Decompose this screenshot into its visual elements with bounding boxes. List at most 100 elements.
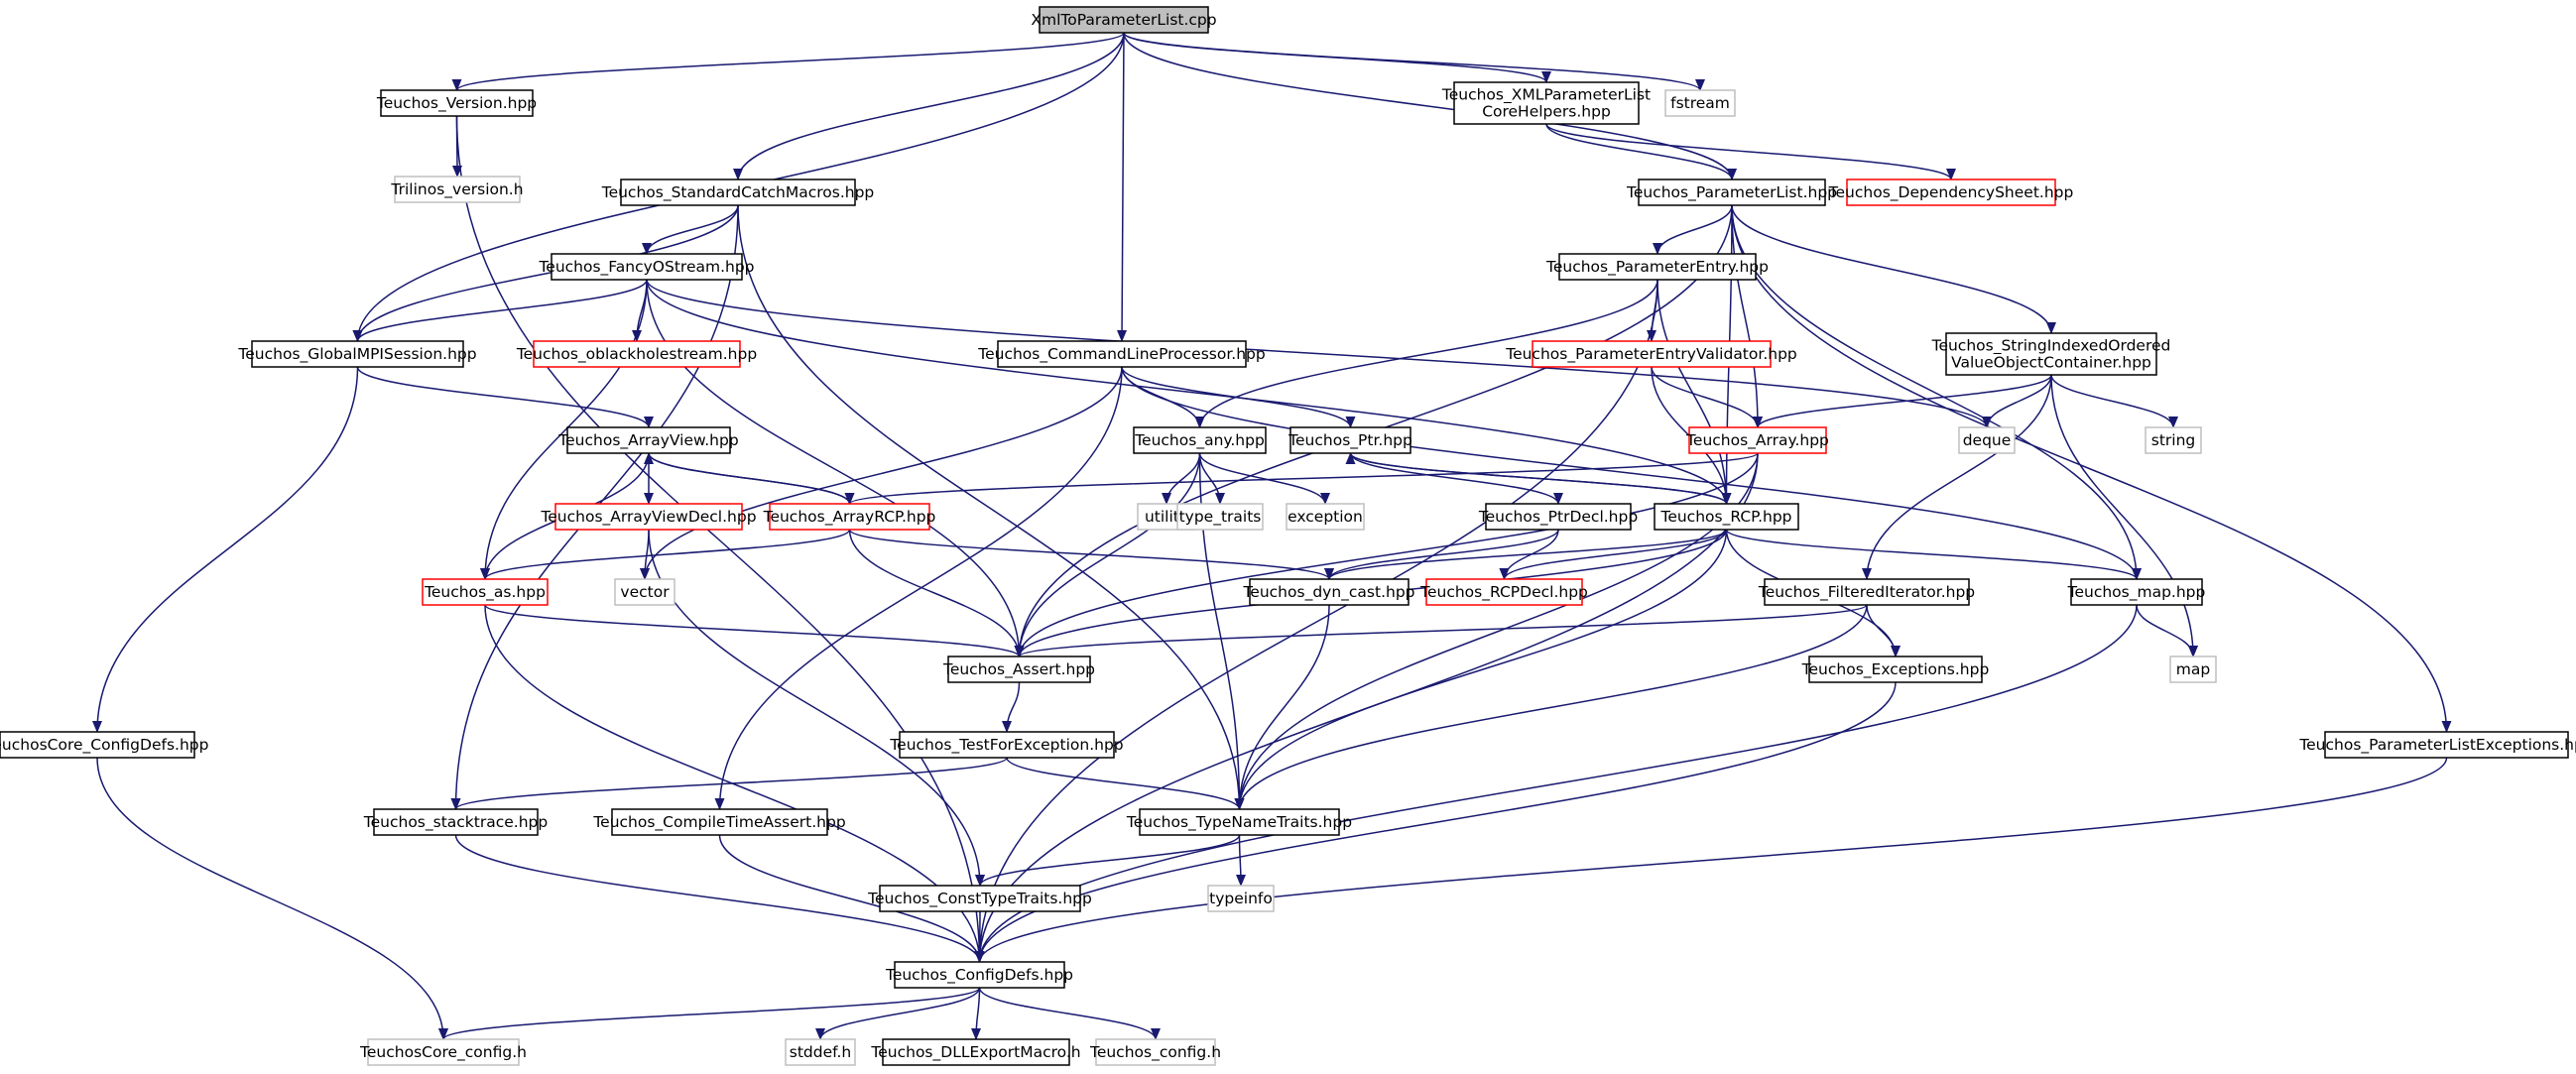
node-ptrdecl[interactable]: Teuchos_PtrDecl.hpp [1478, 503, 1638, 531]
edge-paramlist-to-paramentry [1653, 204, 1733, 255]
node-config[interactable]: Teuchos_config.h [1089, 1038, 1221, 1066]
edge-line [815, 987, 981, 1040]
node-typeinfo[interactable]: typeinfo [1207, 885, 1275, 912]
node-box [2070, 578, 2203, 606]
node-cmdline[interactable]: Teuchos_CommandLineProcessor.hpp [977, 340, 1266, 368]
node-stacktrace[interactable]: Teuchos_stacktrace.hpp [363, 808, 548, 836]
node-sioc[interactable]: Teuchos_StringIndexedOrderedValueObjectC… [1931, 332, 2171, 376]
node-label: Teuchos_any.hpp [1134, 431, 1265, 450]
node-avdecl[interactable]: Teuchos_ArrayViewDecl.hpp [540, 503, 757, 531]
node-filtered[interactable]: Teuchos_FilteredIterator.hpp [1758, 578, 1975, 606]
node-coreconfigdefs[interactable]: TeuchosCore_ConfigDefs.hpp [0, 731, 208, 759]
edge-typename-to-typeinfo [1235, 834, 1246, 887]
node-paramentry[interactable]: Teuchos_ParameterEntry.hpp [1545, 253, 1769, 281]
edge-line [1499, 529, 1559, 580]
node-any[interactable]: Teuchos_any.hpp [1133, 426, 1267, 454]
node-arcp[interactable]: Teuchos_ArrayRCP.hpp [763, 503, 936, 531]
edge-line [1123, 32, 1737, 180]
edge-fancy-to-rcp [646, 279, 1732, 505]
edge-line [1656, 279, 1732, 505]
node-box [611, 808, 828, 836]
edge-line [484, 604, 1025, 657]
node-box [614, 578, 675, 606]
edge-arcp-to-arrayview [644, 452, 851, 505]
node-box [1808, 656, 1983, 683]
node-fancy[interactable]: Teuchos_FancyOStream.hpp [538, 253, 755, 281]
node-map_hpp[interactable]: Teuchos_map.hpp [2067, 578, 2206, 606]
node-trilinos[interactable]: Trilinos_version.h [390, 176, 524, 203]
node-typetraits[interactable]: type_traits [1176, 503, 1264, 531]
node-label: stddef.h [790, 1043, 851, 1061]
node-arrayview[interactable]: Teuchos_ArrayView.hpp [557, 426, 739, 454]
node-configdefs[interactable]: Teuchos_ConfigDefs.hpp [885, 961, 1073, 989]
node-consttype[interactable]: Teuchos_ConstTypeTraits.hpp [867, 885, 1092, 912]
edge-line [844, 452, 1759, 505]
edge-stdcatch-to-globalmpi [352, 204, 739, 342]
edge-consttype-to-configdefs [974, 910, 985, 963]
edge-line [1982, 374, 2052, 428]
node-plexc[interactable]: Teuchos_ParameterListExceptions.hpp [2298, 731, 2576, 759]
edge-typename-to-consttype [975, 834, 1241, 887]
edge-line [96, 757, 448, 1040]
node-validator[interactable]: Teuchos_ParameterEntryValidator.hpp [1505, 340, 1797, 368]
node-assert[interactable]: Teuchos_Assert.hpp [942, 656, 1095, 683]
node-testforexc[interactable]: Teuchos_TestForException.hpp [889, 731, 1124, 759]
node-stddef[interactable]: stddef.h [785, 1038, 856, 1066]
node-vector[interactable]: vector [614, 578, 675, 606]
node-label: Teuchos_FancyOStream.hpp [538, 258, 754, 277]
node-deque[interactable]: deque [1958, 426, 2016, 454]
edge-line [1235, 834, 1246, 887]
node-label: Teuchos_FilteredIterator.hpp [1758, 583, 1975, 602]
node-label: Teuchos_ParameterListExceptions.hpp [2298, 736, 2576, 755]
edge-ptrdecl-to-rcpdecl [1499, 529, 1559, 580]
node-rcp[interactable]: Teuchos_RCP.hpp [1654, 503, 1799, 531]
node-rcpdecl[interactable]: Teuchos_RCPDecl.hpp [1419, 578, 1588, 606]
node-label: Teuchos_map.hpp [2067, 583, 2206, 602]
edge-line [92, 366, 359, 733]
node-stdcatch[interactable]: Teuchos_StandardCatchMacros.hpp [601, 179, 875, 206]
node-globalmpi[interactable]: Teuchos_GlobalMPISession.hpp [237, 340, 477, 368]
node-label: Teuchos_ArrayViewDecl.hpp [540, 508, 756, 527]
node-dllexport[interactable]: Teuchos_DLLExportMacro.h [870, 1038, 1081, 1066]
edge-line [1117, 32, 1128, 342]
node-version[interactable]: Teuchos_Version.hpp [376, 89, 537, 117]
edge-dyncast-to-typename [1234, 604, 1330, 810]
node-root[interactable]: XmlToParameterList.cpp [1031, 6, 1217, 34]
node-exceptions[interactable]: Teuchos_Exceptions.hpp [1801, 656, 1990, 683]
node-paramlist[interactable]: Teuchos_ParameterList.hpp [1626, 179, 1837, 206]
edge-cmdline-to-map_hpp [1121, 366, 2142, 580]
node-box [1532, 340, 1772, 368]
edge-ctassert-to-configdefs [718, 834, 985, 963]
node-ctassert[interactable]: Teuchos_CompileTimeAssert.hpp [592, 808, 846, 836]
node-dyncast[interactable]: Teuchos_dyn_cast.hpp [1242, 578, 1415, 606]
edge-line [2050, 374, 2198, 657]
node-label: Teuchos_dyn_cast.hpp [1242, 583, 1414, 602]
node-oblack[interactable]: Teuchos_oblackholestream.hpp [516, 340, 757, 368]
node-box [1139, 808, 1340, 836]
node-label: Teuchos_ConstTypeTraits.hpp [867, 890, 1092, 908]
node-ptr[interactable]: Teuchos_Ptr.hpp [1288, 426, 1412, 454]
node-depsheet[interactable]: Teuchos_DependencySheet.hpp [1828, 179, 2074, 206]
edge-line [356, 366, 654, 428]
node-fstream[interactable]: fstream [1664, 89, 1736, 117]
node-coreconfig[interactable]: TeuchosCore_config.h [359, 1038, 527, 1066]
edge-as-to-assert [484, 604, 1025, 657]
node-box [394, 176, 521, 203]
node-map[interactable]: map [2169, 656, 2217, 683]
node-box [879, 885, 1081, 912]
edge-line [480, 529, 851, 580]
node-box [566, 426, 731, 454]
edge-line [352, 279, 648, 342]
node-label: XmlToParameterList.cpp [1031, 11, 1216, 29]
edge-line [1349, 452, 1563, 505]
node-as[interactable]: Teuchos_as.hpp [422, 578, 549, 606]
node-typename[interactable]: Teuchos_TypeNameTraits.hpp [1126, 808, 1352, 836]
node-label: Teuchos_PtrDecl.hpp [1478, 508, 1638, 527]
node-label: Teuchos_CommandLineProcessor.hpp [977, 345, 1265, 364]
node-box [1176, 503, 1264, 531]
edge-filtered-to-exceptions [1866, 604, 1901, 657]
node-exception[interactable]: exception [1286, 503, 1365, 531]
node-string[interactable]: string [2145, 426, 2202, 454]
node-array[interactable]: Teuchos_Array.hpp [1685, 426, 1829, 454]
